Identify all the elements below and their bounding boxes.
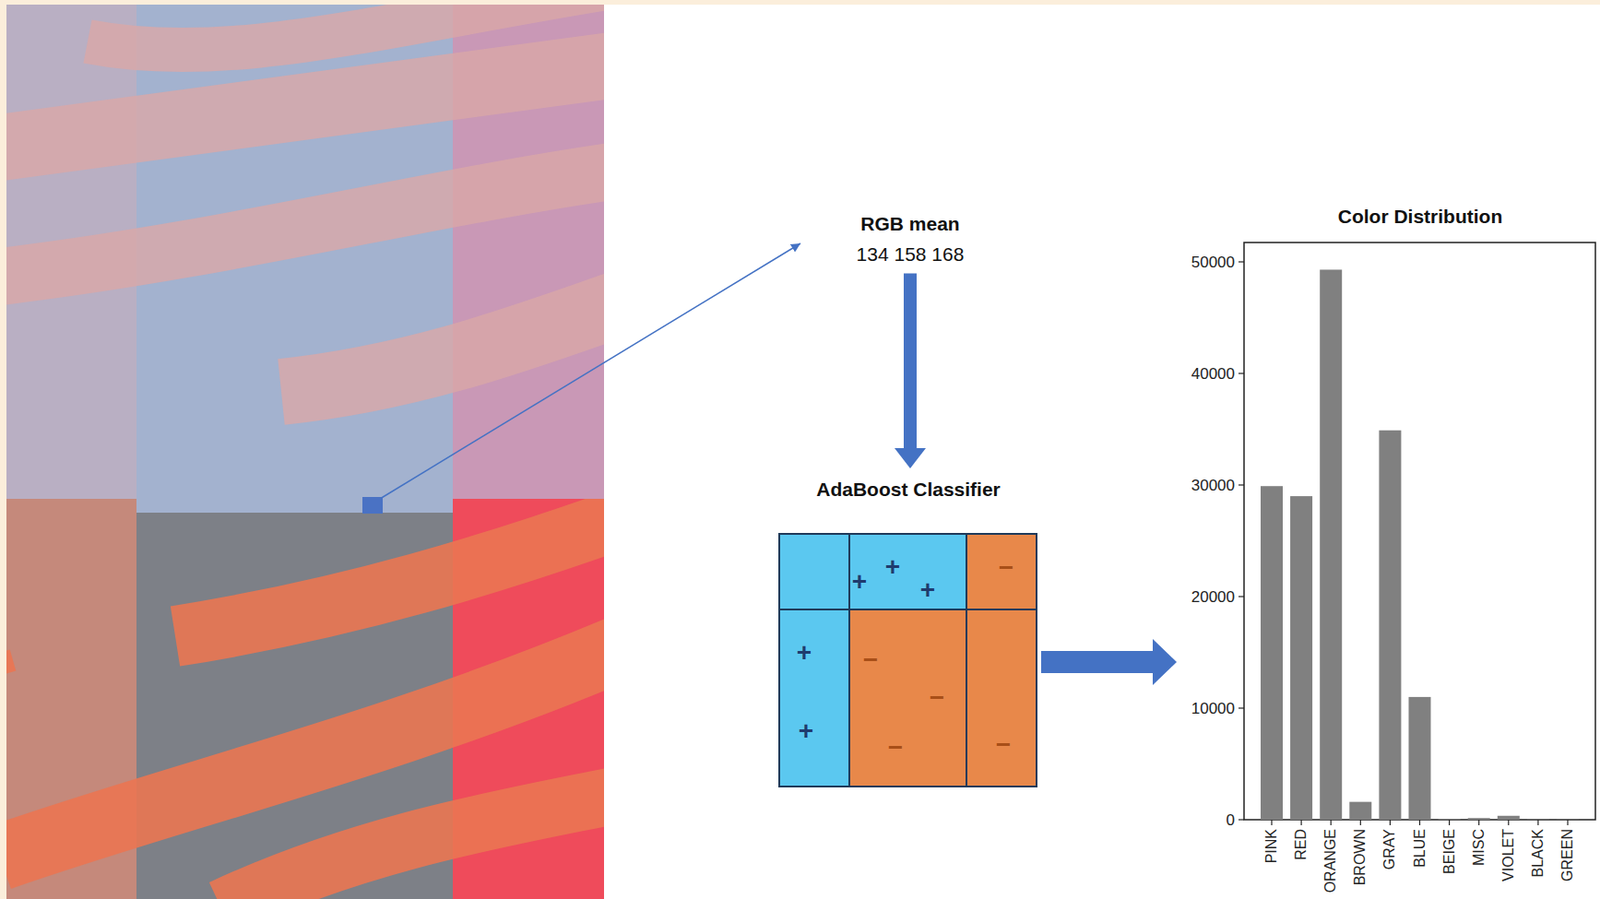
category-label: RED <box>1293 829 1309 861</box>
classifier-grid <box>779 533 1037 787</box>
category-label: BEIGE <box>1442 829 1458 875</box>
category-label: PINK <box>1264 829 1280 864</box>
fabric-stripes <box>6 516 605 899</box>
bar <box>1378 430 1401 820</box>
tick-mark <box>1537 819 1539 826</box>
positive-sample: + <box>852 568 867 595</box>
grid-cell <box>966 609 1037 787</box>
leader-line <box>379 243 801 499</box>
tick-mark <box>1389 819 1391 826</box>
stripe <box>221 793 605 899</box>
tick-mark <box>1300 819 1302 826</box>
tick-mark <box>1238 818 1245 820</box>
bar <box>1468 817 1491 820</box>
bar <box>1497 816 1520 820</box>
grid-cell <box>779 533 850 610</box>
grid-cell <box>849 609 967 787</box>
category-label: MISC <box>1471 829 1487 866</box>
tick-mark <box>1360 819 1362 826</box>
tick-mark <box>1478 819 1480 826</box>
tick-mark <box>1566 819 1568 826</box>
category-label: GREEN <box>1560 829 1576 882</box>
fabric-top <box>6 4 605 499</box>
category-label: BLUE <box>1412 829 1428 868</box>
sample-patch <box>362 497 383 514</box>
axis-tick-label: 40000 <box>1191 366 1235 382</box>
tick-mark <box>1448 819 1450 826</box>
category-label: VIOLET <box>1501 829 1517 882</box>
tick-mark <box>1507 819 1509 826</box>
grid-cell <box>966 533 1037 610</box>
bar <box>1260 485 1283 820</box>
tick-mark <box>1270 819 1272 826</box>
stripe <box>6 170 605 277</box>
category-label: BLACK <box>1530 829 1546 878</box>
tick-mark <box>1238 260 1245 262</box>
tick-mark <box>1238 595 1245 597</box>
heading-text: Color Distribution <box>1243 204 1598 228</box>
heading-text: RGB mean <box>856 212 965 236</box>
chart-panel: Color Distribution <box>1180 201 1598 820</box>
negative-sample: − <box>863 647 878 674</box>
fabric-bottom <box>6 498 605 899</box>
positive-sample: + <box>796 640 812 666</box>
tick-mark <box>1238 707 1245 709</box>
tick-mark <box>1238 372 1245 374</box>
negative-sample: − <box>995 732 1011 759</box>
stripe <box>281 304 605 392</box>
bar <box>1290 496 1313 820</box>
axis-tick-label: 0 <box>1226 812 1235 829</box>
negative-sample: − <box>998 555 1014 581</box>
flow-arrow <box>903 272 917 449</box>
value-text: 134 158 168 <box>856 242 965 266</box>
axis-tick-label: 10000 <box>1191 700 1235 717</box>
grid-cell <box>779 609 850 787</box>
tick-mark <box>1238 484 1245 486</box>
category-label: BROWN <box>1352 829 1368 886</box>
negative-sample: − <box>929 685 945 712</box>
negative-sample: − <box>888 734 903 761</box>
axis-tick-label: 30000 <box>1191 477 1235 494</box>
fabric-column <box>136 498 453 513</box>
stripe <box>175 516 605 637</box>
category-label: GRAY <box>1382 829 1398 870</box>
plot-frame <box>1244 242 1596 820</box>
stripe <box>6 660 13 664</box>
bar <box>1319 269 1342 820</box>
positive-sample: + <box>920 577 936 604</box>
axis-tick-label: 50000 <box>1191 254 1235 271</box>
white-panel <box>604 4 1600 899</box>
stripe <box>6 64 605 148</box>
value-block: RGB mean 134 158 168 <box>847 208 974 270</box>
positive-sample: + <box>798 718 814 745</box>
category-label: ORANGE <box>1323 829 1339 893</box>
heading-text: AdaBoost Classifier <box>779 477 1038 501</box>
bar-chart <box>1238 242 1596 826</box>
grid-cell <box>849 533 967 610</box>
axis-tick-label: 20000 <box>1191 589 1235 605</box>
bar <box>1349 802 1372 820</box>
stripe <box>87 4 605 50</box>
fabric-stripes <box>6 4 605 392</box>
tick-mark <box>1419 819 1421 826</box>
positive-sample: + <box>885 554 901 581</box>
bar <box>1409 697 1432 820</box>
tick-mark <box>1330 819 1332 826</box>
flow-arrow <box>1041 651 1153 674</box>
